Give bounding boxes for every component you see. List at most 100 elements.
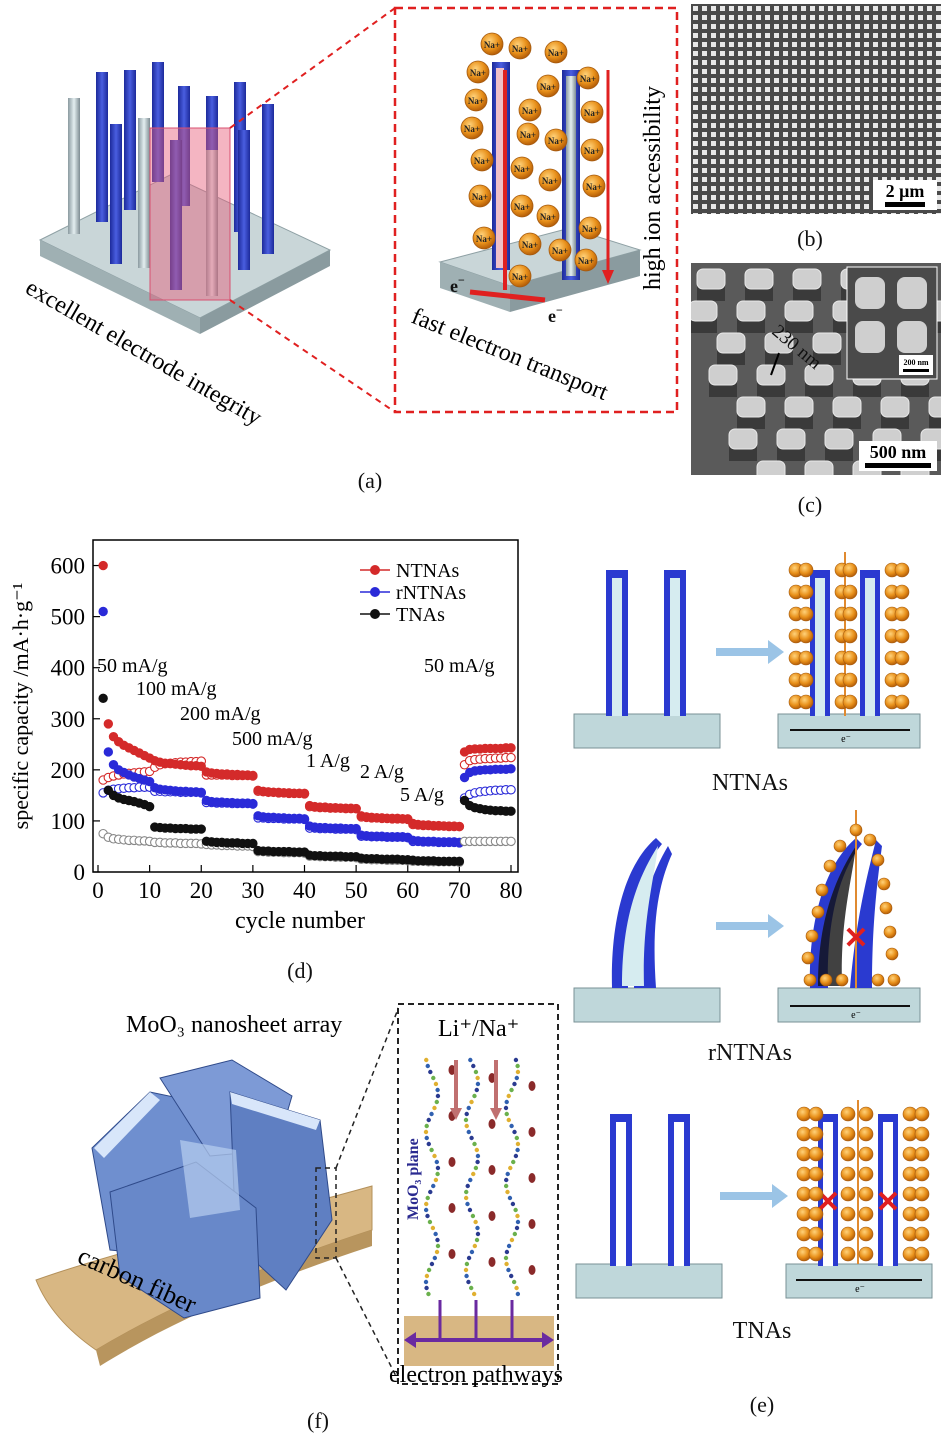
sodium-ion: Na+: [548, 238, 572, 262]
sodium-ion: [914, 1206, 930, 1222]
highlight-region: [149, 127, 231, 301]
svg-text:Na+: Na+: [522, 240, 538, 250]
point-ntnas-charge: [248, 770, 258, 781]
sodium-ion: Na+: [582, 174, 606, 198]
svg-text:Na+: Na+: [582, 224, 598, 234]
sodium-ion: [803, 973, 817, 987]
sodium-ion: [887, 973, 901, 987]
caption-ntnas: NTNAs: [712, 770, 788, 796]
sodium-ion: [914, 1186, 930, 1202]
sodium-ion: [885, 947, 899, 961]
point-rntnas-charge: [98, 606, 108, 617]
svg-text:✕: ✕: [843, 922, 868, 955]
sodium-ion: [842, 562, 858, 578]
sodium-ion: [858, 1126, 874, 1142]
moo3-nanosheet-diagram: MoO₃ plane MoO₃ nanosheet array Li⁺/Na⁺ …: [35, 1003, 563, 1388]
sodium-ion: [849, 823, 863, 837]
sodium-ion: [835, 973, 849, 987]
rate-label: 2 A/g: [360, 761, 404, 783]
svg-text:✕: ✕: [875, 1186, 900, 1219]
sodium-ion: [801, 951, 815, 965]
x-tick-label: 10: [138, 878, 161, 903]
sodium-ion: [871, 853, 885, 867]
inset-scale-label: 200 nm: [903, 358, 928, 367]
point-rntnas-charge: [351, 823, 361, 834]
point-tnas-discharge: [506, 836, 516, 847]
array-title: MoO₃ nanosheet array: [126, 1012, 342, 1038]
svg-text:Na+: Na+: [476, 234, 492, 244]
sodium-ion: [883, 925, 897, 939]
sodium-ion: [808, 1106, 824, 1122]
svg-text:Na+: Na+: [552, 246, 568, 256]
sodium-ion: Na+: [518, 98, 542, 122]
sodium-ion: [840, 1106, 856, 1122]
panel-e-label: (e): [749, 1392, 775, 1417]
sodium-ion: [808, 1226, 824, 1242]
sodium-ion: [842, 694, 858, 710]
panel-f-illustration: MoO₃ plane MoO₃ nanosheet array Li⁺/Na⁺ …: [0, 1000, 590, 1400]
sodium-ion: Na+: [516, 122, 540, 146]
sodium-ion: [798, 650, 814, 666]
sodium-ion: [894, 672, 910, 688]
sodium-ion: [815, 883, 829, 897]
sodium-ion: [894, 584, 910, 600]
panel-f-label: (f): [307, 1408, 329, 1433]
sodium-ion: [842, 606, 858, 622]
sodium-ion: [914, 1126, 930, 1142]
sodium-ion: [858, 1146, 874, 1162]
sodium-ion: [858, 1246, 874, 1262]
y-axis-label: specific capacity /mA·h·g⁻¹: [8, 583, 33, 830]
svg-text:Na+: Na+: [514, 164, 530, 174]
tnas-after: ✕ ✕ e⁻: [785, 1100, 933, 1299]
scale-bar-label-c: 500 nm: [870, 442, 927, 462]
x-tick-label: 80: [500, 878, 523, 903]
point-ntnas-charge: [506, 743, 516, 753]
sodium-ion: [840, 1206, 856, 1222]
substrate-side-left: [40, 240, 200, 334]
legend-marker: [370, 609, 380, 619]
sodium-ion: Na+: [576, 66, 600, 90]
moo3-layer-strands: [423, 1057, 536, 1297]
svg-text:Na+: Na+: [540, 82, 556, 92]
panel-a-label: (a): [357, 468, 383, 493]
sodium-ion: [879, 901, 893, 915]
y-tick-label: 400: [51, 656, 86, 681]
svg-text:Na+: Na+: [512, 44, 528, 54]
tnas-ions: [796, 1106, 930, 1262]
sodium-ion: [894, 628, 910, 644]
sodium-ion: Na+: [544, 128, 568, 152]
sodium-ion: [798, 672, 814, 688]
point-ntnas-charge: [454, 821, 465, 832]
zoom-box: [393, 6, 679, 414]
sodium-ion: [842, 650, 858, 666]
sodium-ion: [840, 1126, 856, 1142]
rate-label: 1 A/g: [306, 750, 350, 772]
sodium-ion: [914, 1146, 930, 1162]
sodium-ion: Na+: [578, 216, 602, 240]
sodium-ion: [823, 859, 837, 873]
sodium-ion: [840, 1246, 856, 1262]
tnas-before: [575, 1114, 723, 1299]
sodium-ion: Na+: [480, 32, 504, 56]
sodium-ion: [808, 1206, 824, 1222]
sodium-ion: [858, 1226, 874, 1242]
sodium-ion: [894, 650, 910, 666]
sodium-ion: [894, 694, 910, 710]
sodium-ion: Na+: [464, 88, 488, 112]
scale-bar-label: 2 μm: [886, 181, 925, 201]
sodium-ion: [914, 1246, 930, 1262]
sodium-ion: Na+: [470, 148, 494, 172]
point-tnas-charge: [454, 856, 465, 866]
rate-label: 100 mA/g: [136, 678, 217, 700]
svg-text:Na+: Na+: [548, 136, 564, 146]
svg-text:Na+: Na+: [512, 272, 528, 282]
rate-label: 5 A/g: [400, 784, 444, 806]
point-tnas-charge: [248, 838, 258, 849]
point-rntnas-discharge: [506, 785, 516, 795]
svg-text:Na+: Na+: [514, 202, 530, 212]
point-ntnas-charge: [103, 719, 114, 729]
rate-label: 50 mA/g: [424, 655, 495, 677]
